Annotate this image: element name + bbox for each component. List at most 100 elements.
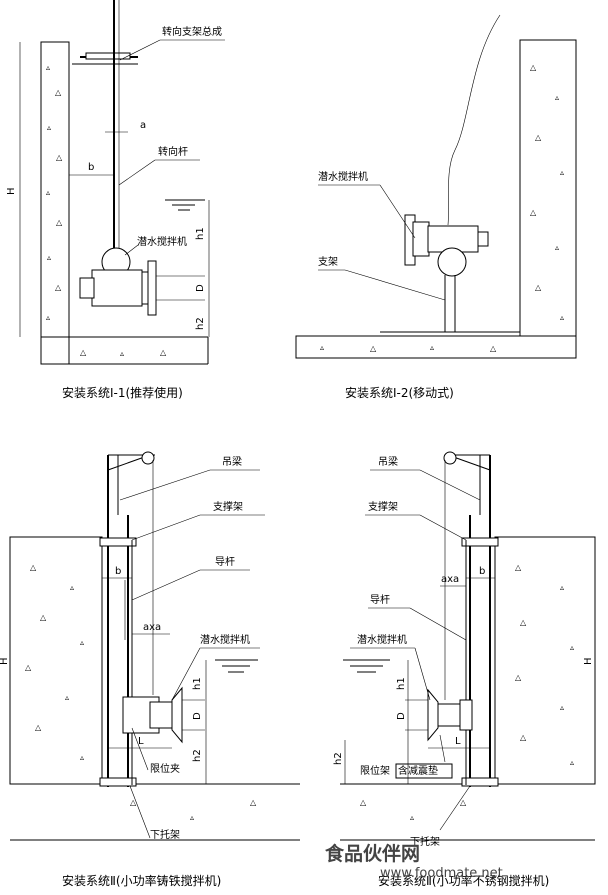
p2-caption: 安装系统Ⅰ-2(移动式) — [345, 385, 454, 400]
p2-concrete-hatch: △▵△ ▵△▵ △▵ ▵△▵△ — [320, 63, 564, 353]
p3-dim-D: D — [192, 712, 203, 720]
p4-label-beam: 吊梁 — [378, 455, 398, 468]
svg-text:△: △ — [35, 723, 42, 732]
panel-2: △▵△ ▵△▵ △▵ ▵△▵△ 潜水搅拌机 支架 安装系统Ⅰ-2(移动式) — [295, 14, 577, 400]
svg-text:△: △ — [535, 283, 542, 292]
p4-label-limit: 限位架 — [360, 764, 390, 777]
p4-dim-h2: h2 — [333, 752, 344, 765]
p4-concrete-hatch: △▵△ ▵△▵ △▵ △▵△ — [360, 563, 574, 822]
panel-4: △▵△ ▵△▵ △▵ △▵△ H h1 D — [333, 451, 596, 888]
p4-dim-H: H — [583, 657, 594, 665]
svg-text:△: △ — [530, 208, 537, 217]
svg-text:▵: ▵ — [570, 758, 574, 767]
svg-text:▵: ▵ — [560, 703, 564, 712]
p4-mixer — [405, 688, 473, 742]
svg-text:△: △ — [535, 133, 542, 142]
p2-cable — [447, 14, 501, 226]
svg-text:▵: ▵ — [80, 638, 84, 647]
svg-text:▵: ▵ — [320, 343, 324, 352]
p3-label-beam: 吊梁 — [222, 455, 242, 468]
p3-concrete-hatch: △ ▵ △ ▵ △ ▵ △ ▵ △ ▵ △ — [25, 563, 257, 822]
p3-mixer — [122, 686, 205, 744]
p4-dim-D: D — [396, 712, 407, 720]
svg-text:△: △ — [56, 218, 63, 227]
p4-label-mixer: 潜水搅拌机 — [357, 633, 407, 646]
watermark-cn: 食品伙伴网 — [325, 842, 420, 865]
svg-text:△: △ — [30, 563, 37, 572]
p4-wall — [494, 536, 596, 785]
p3-wall — [9, 536, 103, 785]
svg-text:▵: ▵ — [47, 123, 51, 132]
svg-text:△: △ — [25, 663, 32, 672]
p3-label-mixer: 潜水搅拌机 — [200, 633, 250, 646]
svg-text:▵: ▵ — [70, 583, 74, 592]
p1-caption: 安装系统Ⅰ-1(推荐使用) — [62, 385, 183, 400]
svg-text:▵: ▵ — [80, 753, 84, 762]
svg-text:▵: ▵ — [555, 243, 559, 252]
p4-label-brace: 支撑架 — [368, 500, 398, 513]
svg-text:△: △ — [515, 673, 522, 682]
p3-dim-L: L — [138, 736, 144, 747]
p2-label-stand: 支架 — [318, 256, 338, 268]
p4-label-bracket: 下托架 — [410, 835, 440, 848]
panel-1: ▵ △ ▵ △ ▵ △ ▵ △ ▵ △ ▵ △ H h1 D h2 — [6, 0, 225, 400]
svg-text:△: △ — [40, 613, 47, 622]
p4-dim-h1: h1 — [396, 677, 407, 690]
p2-label-mixer: 潜水搅拌机 — [318, 170, 368, 183]
p2-wall — [519, 39, 577, 337]
svg-text:△: △ — [520, 618, 527, 627]
p4-label-damper: 含减震垫 — [398, 764, 438, 777]
svg-text:△: △ — [530, 63, 537, 72]
p3-caption: 安装系统Ⅱ(小功率铸铁搅拌机) — [62, 873, 221, 888]
svg-text:▵: ▵ — [570, 643, 574, 652]
svg-text:▵: ▵ — [46, 188, 50, 197]
svg-text:▵: ▵ — [65, 693, 69, 702]
svg-text:△: △ — [56, 153, 63, 162]
svg-text:△: △ — [460, 798, 467, 807]
p3-dim-H: H — [0, 657, 10, 665]
svg-text:▵: ▵ — [560, 313, 564, 322]
p1-label-mixer: 潜水搅拌机 — [137, 235, 187, 248]
p4-dim-L: L — [455, 736, 461, 747]
p3-label-guide: 导杆 — [215, 556, 235, 568]
svg-text:▵: ▵ — [47, 253, 51, 262]
p1-dim-b: b — [88, 162, 94, 173]
p1-dim-h1: h1 — [195, 227, 206, 240]
svg-text:△: △ — [55, 283, 62, 292]
svg-text:△: △ — [160, 348, 167, 357]
svg-text:▵: ▵ — [190, 813, 194, 822]
p1-concrete-hatch: ▵ △ ▵ △ ▵ △ ▵ △ ▵ △ ▵ △ — [46, 63, 167, 358]
watermark-url: www.foodmate.net — [380, 866, 503, 881]
svg-text:△: △ — [55, 88, 62, 97]
p3-dim-h1: h1 — [192, 677, 203, 690]
p3-dim-h2: h2 — [192, 749, 203, 762]
p4-label-guide: 导杆 — [370, 594, 390, 606]
panel-3: △ ▵ △ ▵ △ ▵ △ ▵ △ ▵ △ H h1 — [0, 451, 300, 888]
p3-label-clamp: 限位夹 — [150, 762, 180, 775]
p4-dim-b: b — [479, 566, 485, 577]
p1-label-support: 转向支架总成 — [162, 25, 222, 38]
svg-text:△: △ — [130, 798, 137, 807]
svg-text:△: △ — [370, 344, 377, 353]
p1-dim-H: H — [6, 187, 17, 195]
svg-text:▵: ▵ — [120, 349, 124, 358]
svg-text:△: △ — [490, 344, 497, 353]
svg-text:△: △ — [520, 733, 527, 742]
svg-text:△: △ — [250, 798, 257, 807]
p2-mixer — [380, 214, 520, 333]
p3-dim-b: b — [115, 566, 121, 577]
svg-text:▵: ▵ — [560, 168, 564, 177]
p1-dim-h2: h2 — [195, 317, 206, 330]
p1-dim-D: D — [195, 284, 206, 292]
svg-text:▵: ▵ — [410, 813, 414, 822]
svg-text:▵: ▵ — [46, 313, 50, 322]
p1-mixer — [79, 247, 205, 316]
svg-text:▵: ▵ — [555, 93, 559, 102]
p3-label-brace: 支撑架 — [213, 500, 243, 513]
p1-label-rod: 转向杆 — [158, 145, 188, 158]
svg-text:▵: ▵ — [46, 63, 50, 72]
p3-dim-axa: axa — [143, 622, 161, 633]
svg-text:△: △ — [80, 348, 87, 357]
p1-dim-a: a — [140, 120, 146, 131]
